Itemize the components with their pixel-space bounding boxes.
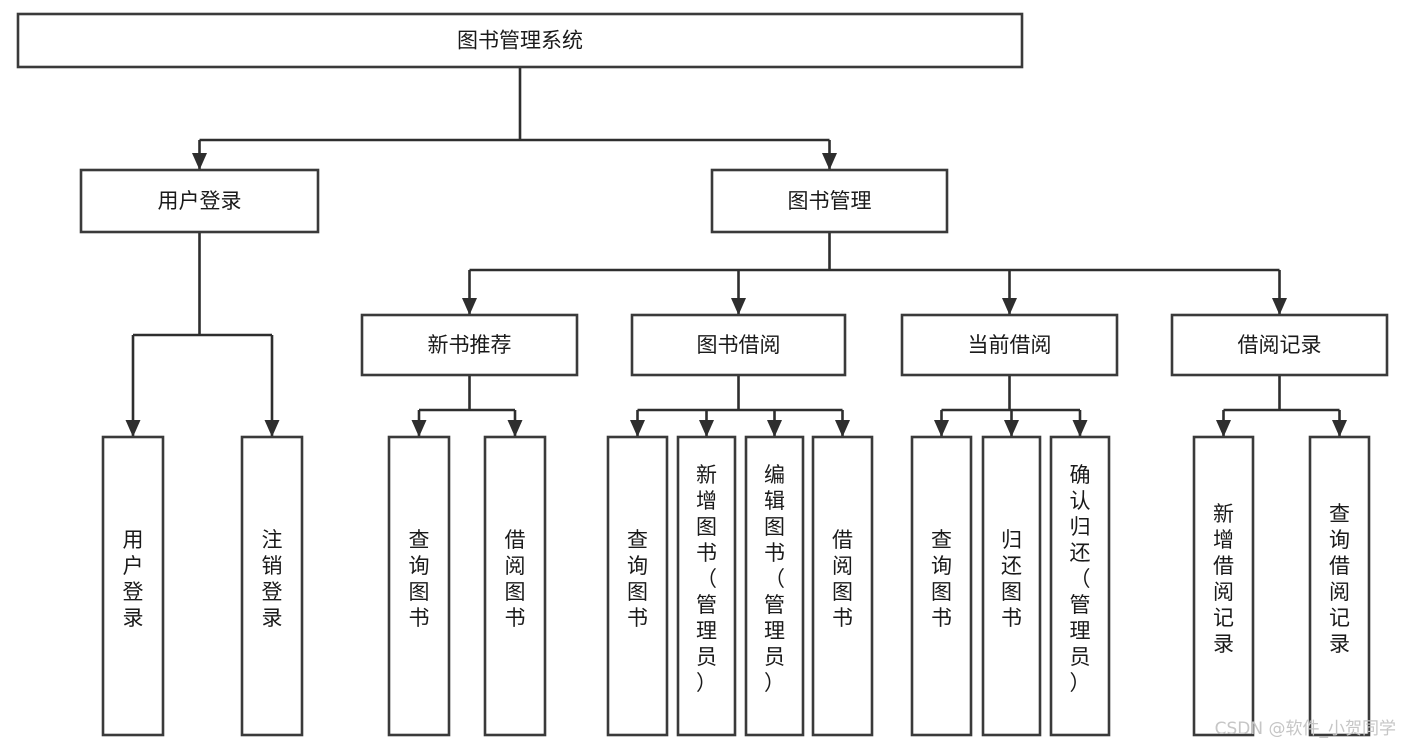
- node-box[interactable]: [483, 435, 547, 737]
- node-leaf-10[interactable]: 确认归还（管理员）: [1049, 435, 1111, 737]
- arrow-head-icon: [1272, 298, 1287, 315]
- connector-layer: [125, 67, 1347, 437]
- arrow-head-icon: [125, 420, 141, 437]
- node-leaf-0[interactable]: 用户登录: [101, 435, 165, 737]
- node-box[interactable]: [910, 435, 973, 737]
- arrow-head-icon: [192, 153, 207, 170]
- node-box[interactable]: [79, 168, 320, 234]
- node-box[interactable]: [1192, 435, 1255, 737]
- node-leaf-3[interactable]: 借阅图书: [483, 435, 547, 737]
- arrow-head-icon: [934, 420, 949, 437]
- node-leaf-2[interactable]: 查询图书: [387, 435, 451, 737]
- node-leaf-12[interactable]: 查询借阅记录: [1308, 435, 1371, 737]
- node-box[interactable]: [900, 313, 1119, 377]
- node-label: 查询借阅记录: [1329, 502, 1350, 656]
- node-leaf-6[interactable]: 编辑图书（管理员）: [744, 435, 805, 737]
- node-label: 用户登录: [123, 528, 144, 630]
- arrow-head-icon: [462, 298, 477, 315]
- arrow-head-icon: [630, 420, 645, 437]
- node-box[interactable]: [1170, 313, 1389, 377]
- node-box[interactable]: [630, 313, 847, 377]
- node-level2-3[interactable]: 借阅记录: [1170, 313, 1389, 377]
- node-label: 借阅图书: [832, 528, 853, 630]
- arrow-head-icon: [264, 420, 280, 437]
- node-label: 注销登录: [262, 528, 283, 630]
- node-level2-0[interactable]: 新书推荐: [360, 313, 579, 377]
- node-level1-0[interactable]: 用户登录: [79, 168, 320, 234]
- arrow-head-icon: [835, 420, 850, 437]
- arrow-head-icon: [699, 420, 714, 437]
- arrow-head-icon: [411, 420, 427, 437]
- node-level1-1[interactable]: 图书管理: [710, 168, 949, 234]
- node-box[interactable]: [676, 435, 737, 737]
- node-label: 新增图书（管理员）: [696, 463, 717, 695]
- node-label: 编辑图书（管理员）: [764, 463, 785, 695]
- arrow-head-icon: [1002, 298, 1017, 315]
- node-layer: 图书管理系统用户登录图书管理新书推荐图书借阅当前借阅借阅记录用户登录注销登录查询…: [16, 12, 1389, 737]
- node-label: 当前借阅: [968, 333, 1052, 357]
- node-box[interactable]: [240, 435, 304, 737]
- arrow-head-icon: [731, 298, 746, 315]
- arrow-head-icon: [1332, 420, 1347, 437]
- node-level2-1[interactable]: 图书借阅: [630, 313, 847, 377]
- node-box[interactable]: [744, 435, 805, 737]
- node-label: 借阅图书: [505, 528, 526, 630]
- arrow-head-icon: [767, 420, 782, 437]
- node-leaf-11[interactable]: 新增借阅记录: [1192, 435, 1255, 737]
- node-label: 新书推荐: [428, 333, 512, 357]
- node-leaf-4[interactable]: 查询图书: [606, 435, 669, 737]
- node-label: 图书管理系统: [457, 29, 583, 53]
- node-label: 用户登录: [158, 189, 242, 213]
- node-label: 查询图书: [627, 528, 648, 630]
- node-box[interactable]: [811, 435, 874, 737]
- node-leaf-9[interactable]: 归还图书: [981, 435, 1042, 737]
- node-box[interactable]: [1308, 435, 1371, 737]
- arrow-head-icon: [822, 153, 837, 170]
- node-leaf-8[interactable]: 查询图书: [910, 435, 973, 737]
- node-label: 新增借阅记录: [1213, 502, 1234, 656]
- node-label: 查询图书: [409, 528, 430, 630]
- node-box[interactable]: [387, 435, 451, 737]
- arrow-head-icon: [1216, 420, 1231, 437]
- arrow-head-icon: [1072, 420, 1088, 437]
- node-box[interactable]: [16, 12, 1024, 69]
- node-leaf-7[interactable]: 借阅图书: [811, 435, 874, 737]
- node-label: 确认归还（管理员）: [1070, 463, 1091, 695]
- node-box[interactable]: [360, 313, 579, 377]
- node-box[interactable]: [981, 435, 1042, 737]
- node-label: 归还图书: [1001, 528, 1022, 630]
- node-box[interactable]: [710, 168, 949, 234]
- node-leaf-1[interactable]: 注销登录: [240, 435, 304, 737]
- node-box[interactable]: [1049, 435, 1111, 737]
- node-root-0[interactable]: 图书管理系统: [16, 12, 1024, 69]
- node-label: 借阅记录: [1238, 333, 1322, 357]
- node-box[interactable]: [101, 435, 165, 737]
- node-label: 查询图书: [931, 528, 952, 630]
- node-label: 图书管理: [788, 189, 872, 213]
- node-label: 图书借阅: [697, 333, 781, 357]
- node-leaf-5[interactable]: 新增图书（管理员）: [676, 435, 737, 737]
- watermark: CSDN @软件_小贺同学: [1215, 719, 1396, 739]
- arrow-head-icon: [1004, 420, 1019, 437]
- node-level2-2[interactable]: 当前借阅: [900, 313, 1119, 377]
- arrow-head-icon: [507, 420, 523, 437]
- node-box[interactable]: [606, 435, 669, 737]
